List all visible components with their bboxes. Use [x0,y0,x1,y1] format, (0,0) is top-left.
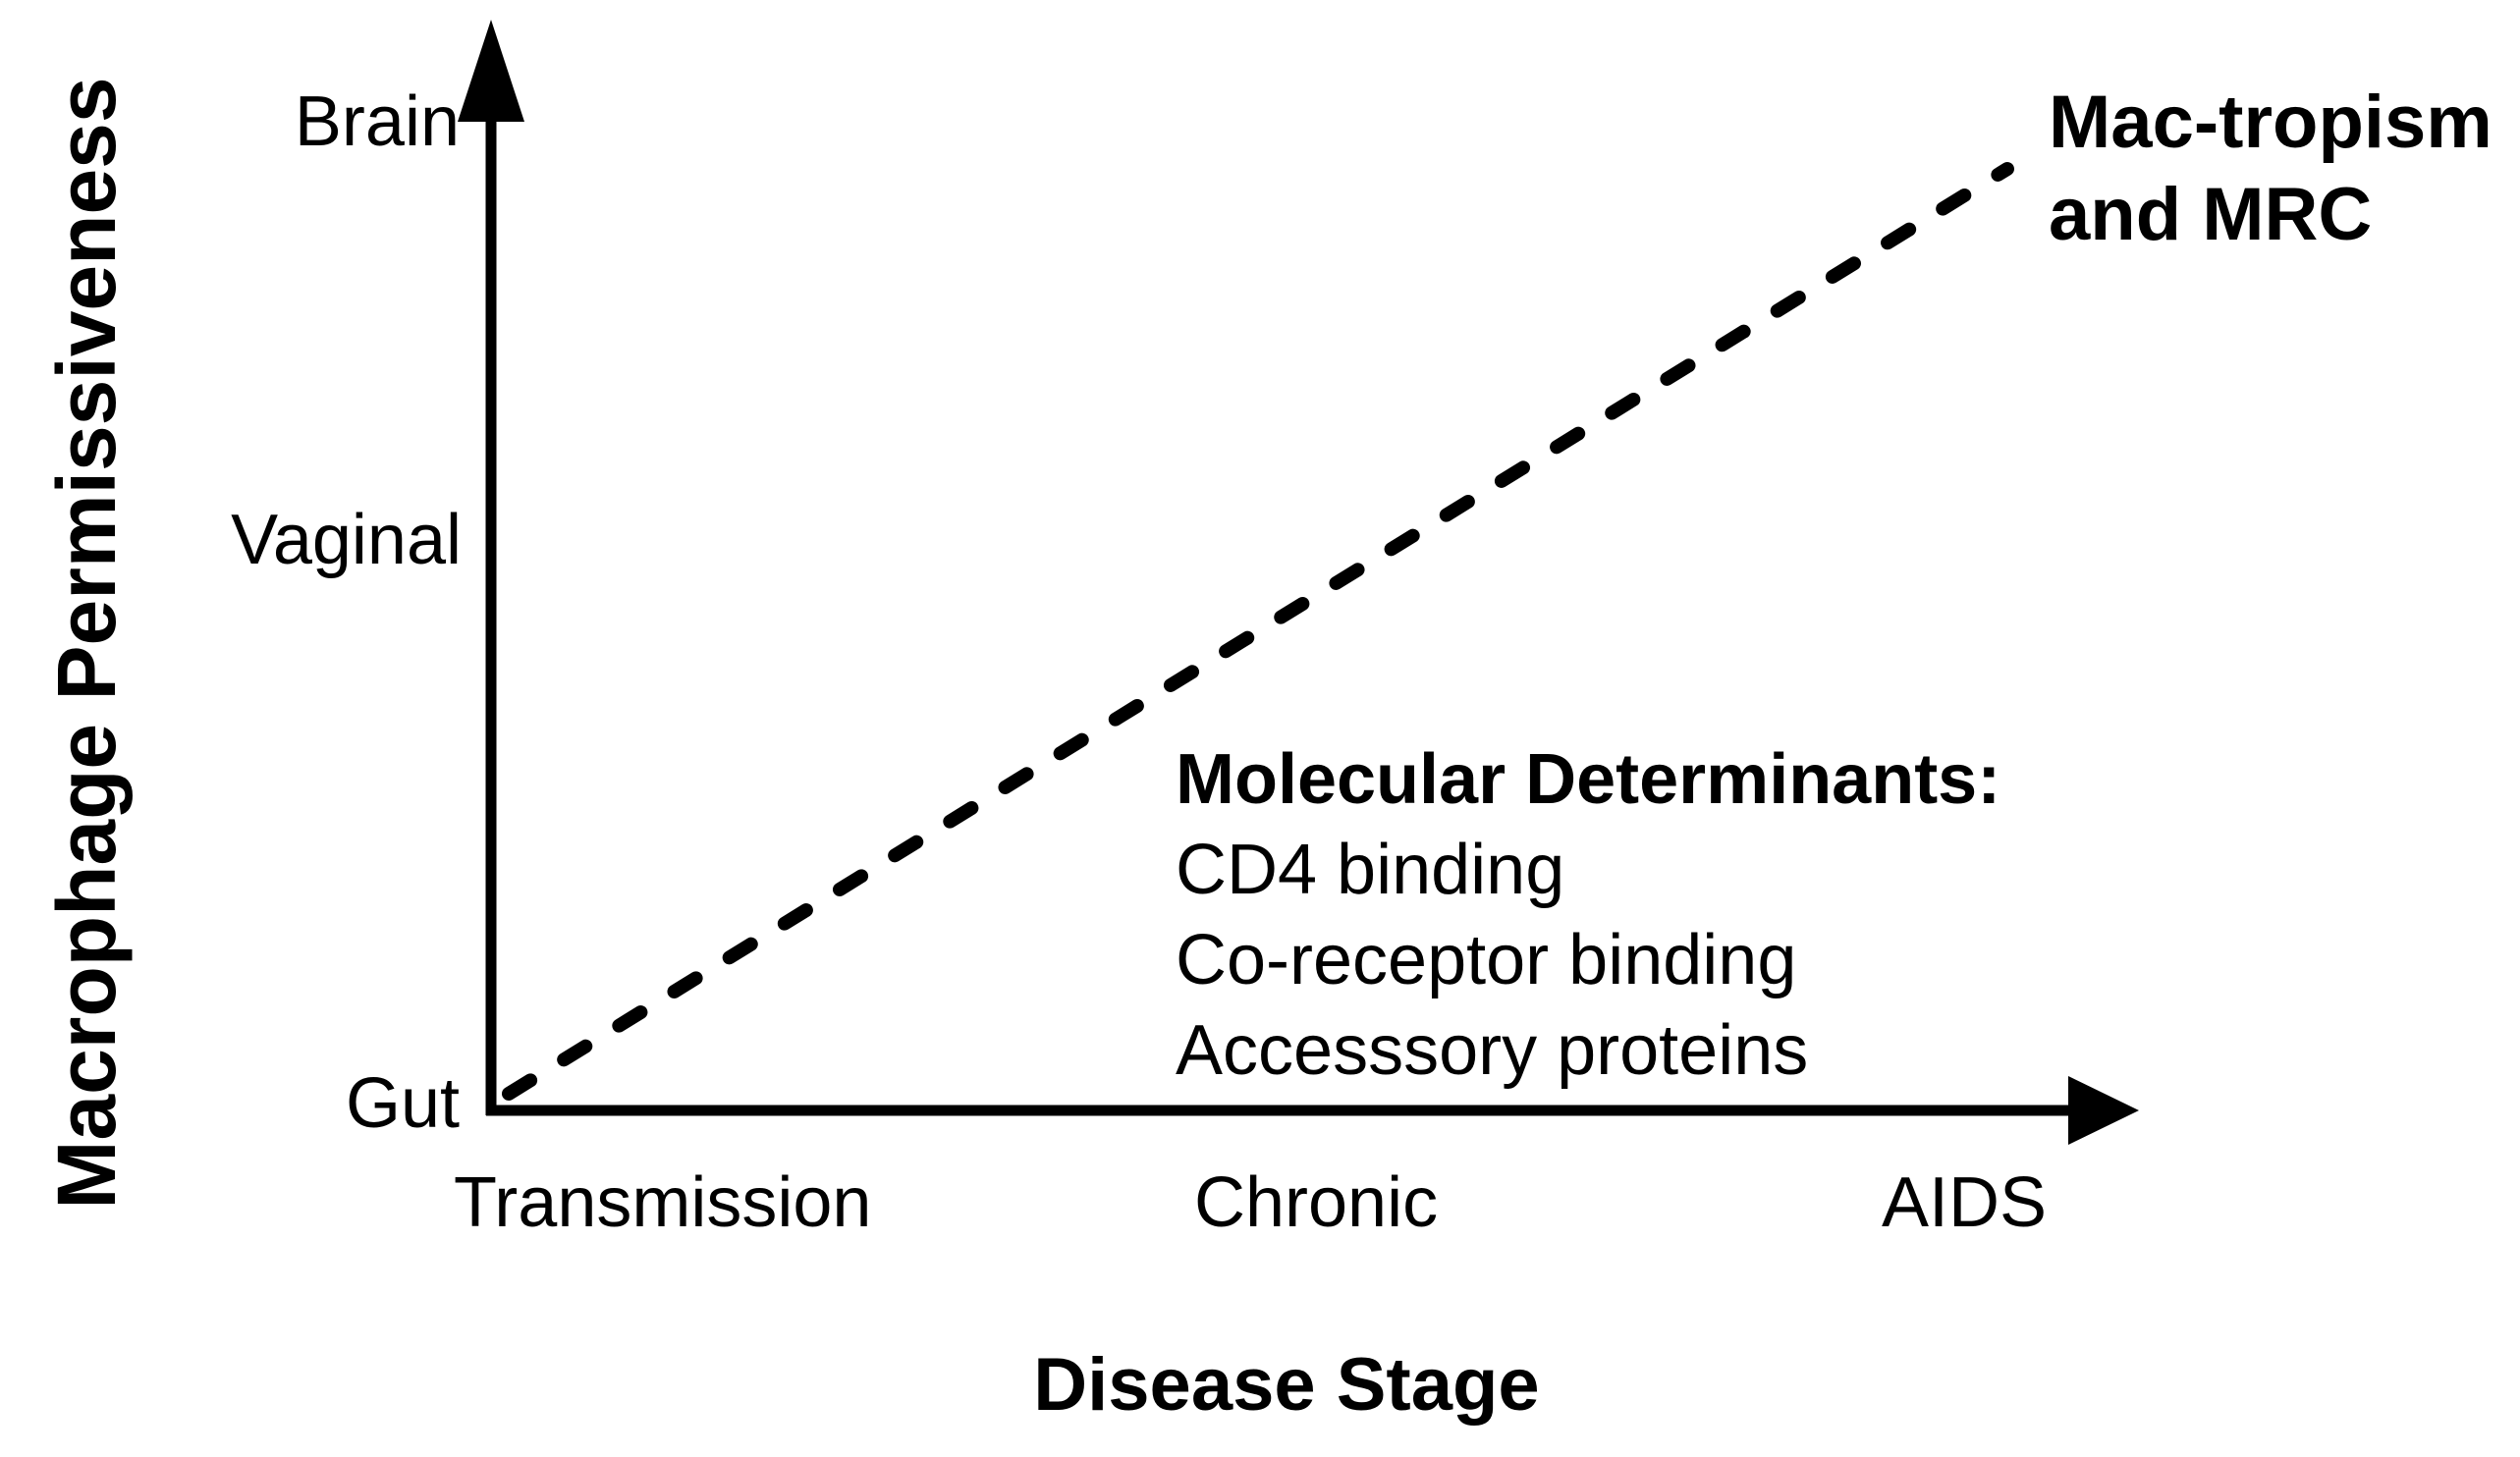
x-tick-transmission: Transmission [454,1163,872,1242]
trend-line-label: Mac-tropism and MRC [2049,77,2493,261]
x-axis-arrowhead-icon [2068,1076,2139,1145]
y-tick-gut: Gut [345,1064,460,1143]
x-tick-chronic: Chronic [1194,1163,1439,1242]
y-axis-title: Macrophage Permissiveness [39,77,133,1210]
determinant-item-co-receptor-binding: Co-receptor binding [1176,921,1797,999]
molecular-determinants-block: Molecular Determinants: CD4 binding Co-r… [1176,734,2000,1096]
y-tick-brain: Brain [294,82,460,161]
determinant-item-accessory-proteins: Accesssory proteins [1176,1011,1809,1090]
x-axis-title: Disease Stage [1033,1343,1540,1427]
x-tick-aids: AIDS [1882,1163,2048,1242]
molecular-determinants-heading: Molecular Determinants: [1176,740,2001,819]
trend-line-label-line1: Mac-tropism [2049,81,2493,164]
y-tick-vaginal: Vaginal [231,501,462,579]
determinant-item-cd4-binding: CD4 binding [1176,831,1565,909]
y-axis-arrowhead-icon [458,20,524,122]
trend-line-label-line2: and MRC [2049,173,2373,256]
